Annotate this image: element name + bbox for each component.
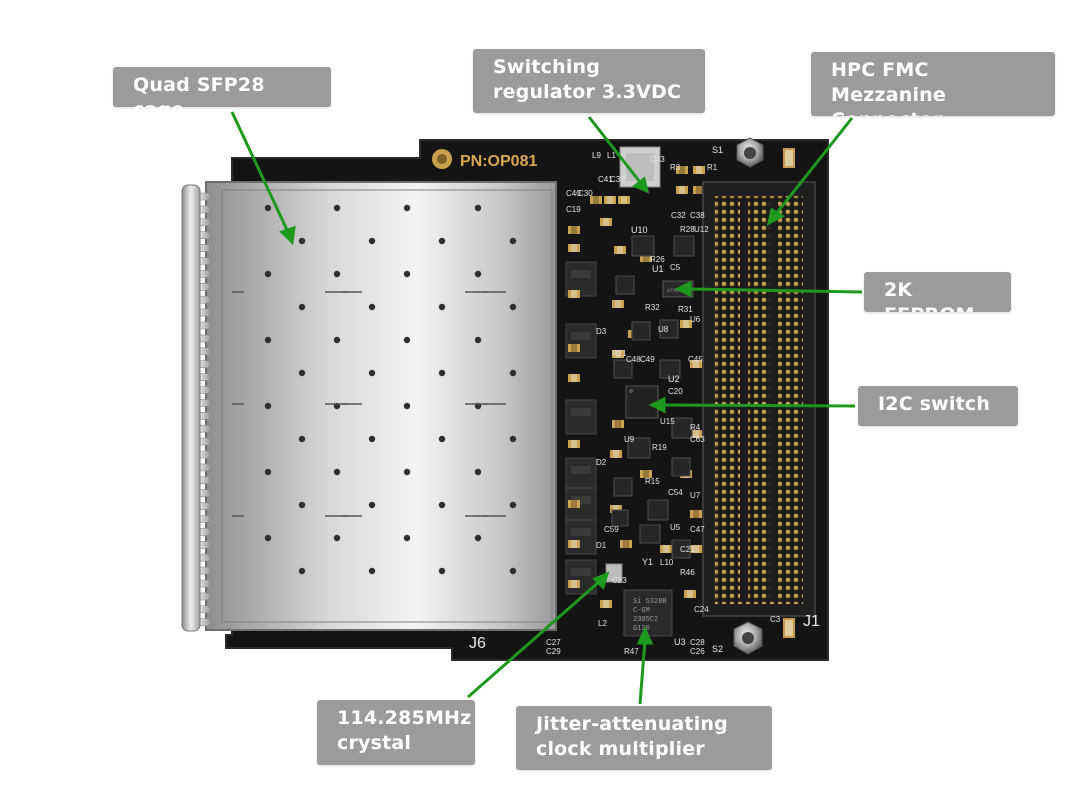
label-hpc-fmc-connector: HPC FMC Mezzanine Connector xyxy=(811,52,1055,116)
svg-text:U15: U15 xyxy=(660,417,675,426)
silk-standoff-bottom: S2 xyxy=(712,644,723,654)
svg-text:R28: R28 xyxy=(680,225,695,234)
label-jitter-clock: Jitter-attenuating clock multiplier xyxy=(516,706,772,770)
svg-text:U5: U5 xyxy=(670,523,681,532)
svg-text:L10: L10 xyxy=(660,558,674,567)
svg-text:C5: C5 xyxy=(670,263,681,272)
svg-text:C21: C21 xyxy=(680,545,695,554)
svg-text:C40: C40 xyxy=(566,189,581,198)
svg-text:U6: U6 xyxy=(690,315,701,324)
svg-text:U8: U8 xyxy=(658,325,669,334)
svg-text:R3: R3 xyxy=(670,163,681,172)
svg-text:U7: U7 xyxy=(690,491,701,500)
label-eeprom: 2K EEPROM xyxy=(864,272,1011,312)
svg-text:C33: C33 xyxy=(650,155,665,164)
svg-text:L1: L1 xyxy=(607,151,616,160)
silk-y1: Y1 xyxy=(642,557,653,567)
arrow-sfp xyxy=(230,111,290,233)
part-number: PN:OP081 xyxy=(460,153,537,170)
svg-text:C24: C24 xyxy=(694,605,709,614)
svg-text:C27: C27 xyxy=(546,638,561,647)
arrow-crystal xyxy=(467,579,601,699)
svg-text:C47: C47 xyxy=(690,525,705,534)
annotation-arrows xyxy=(230,111,863,705)
svg-text:C63: C63 xyxy=(690,435,705,444)
standoff-nut-bottom xyxy=(733,621,763,655)
svg-text:C26: C26 xyxy=(690,647,705,656)
svg-text:U12: U12 xyxy=(694,225,709,234)
svg-text:C32: C32 xyxy=(671,211,686,220)
clock-multiplier-chip xyxy=(623,589,673,637)
svg-text:C45: C45 xyxy=(688,355,703,364)
silk-u3: U3 xyxy=(674,637,686,647)
label-i2c-switch: I2C switch xyxy=(858,386,1018,426)
svg-text:D3: D3 xyxy=(596,327,607,336)
silk-u2: U2 xyxy=(668,374,680,384)
svg-text:R32: R32 xyxy=(645,303,660,312)
fmc-connector xyxy=(702,181,816,617)
standoff-nut-top xyxy=(736,137,764,168)
svg-text:R4: R4 xyxy=(690,423,701,432)
svg-text:C54: C54 xyxy=(668,488,683,497)
arrow-regulator xyxy=(587,116,642,183)
svg-text:R47: R47 xyxy=(624,647,639,656)
label-switching-regulator: Switching regulator 3.3VDC xyxy=(473,49,705,113)
svg-text:C20: C20 xyxy=(668,387,683,396)
svg-text:C19: C19 xyxy=(566,205,581,214)
svg-text:R26: R26 xyxy=(650,255,665,264)
svg-text:C23: C23 xyxy=(612,576,627,585)
silk-u1: U1 xyxy=(652,264,664,274)
svg-text:L9: L9 xyxy=(592,151,601,160)
svg-text:R21: R21 xyxy=(612,349,627,358)
label-sfp-cage: Quad SFP28 cage xyxy=(113,67,331,121)
silk-cage-ref: J6 xyxy=(469,635,486,652)
arrow-jitter xyxy=(638,639,647,705)
silk-connector-ref: J1 xyxy=(803,613,820,630)
svg-text:C29: C29 xyxy=(546,647,561,656)
arrow-eeprom xyxy=(687,287,863,294)
svg-text:D1: D1 xyxy=(596,541,607,550)
svg-text:C28: C28 xyxy=(690,638,705,647)
svg-text:C49: C49 xyxy=(640,355,655,364)
silk-u10: U10 xyxy=(631,225,648,235)
label-crystal: 114.285MHz crystal xyxy=(317,700,475,765)
silk-standoff-top: S1 xyxy=(712,145,723,155)
arrow-hpc xyxy=(774,117,854,215)
svg-text:R31: R31 xyxy=(678,305,693,314)
svg-text:C59: C59 xyxy=(604,525,619,534)
svg-text:C41: C41 xyxy=(598,175,613,184)
svg-text:R1: R1 xyxy=(707,163,718,172)
svg-text:R15: R15 xyxy=(645,477,660,486)
svg-text:L2: L2 xyxy=(598,619,607,628)
sfp-cage xyxy=(205,181,557,631)
svg-text:C48: C48 xyxy=(626,355,641,364)
svg-text:C37: C37 xyxy=(610,175,625,184)
svg-text:U9: U9 xyxy=(624,435,635,444)
svg-text:C30: C30 xyxy=(578,189,593,198)
arrow-i2c xyxy=(661,403,856,408)
svg-text:C3: C3 xyxy=(770,615,781,624)
svg-text:D2: D2 xyxy=(596,458,607,467)
svg-text:C38: C38 xyxy=(690,211,705,220)
svg-text:ATMEL: ATMEL xyxy=(667,288,682,294)
svg-text:R46: R46 xyxy=(680,568,695,577)
svg-text:R19: R19 xyxy=(652,443,667,452)
